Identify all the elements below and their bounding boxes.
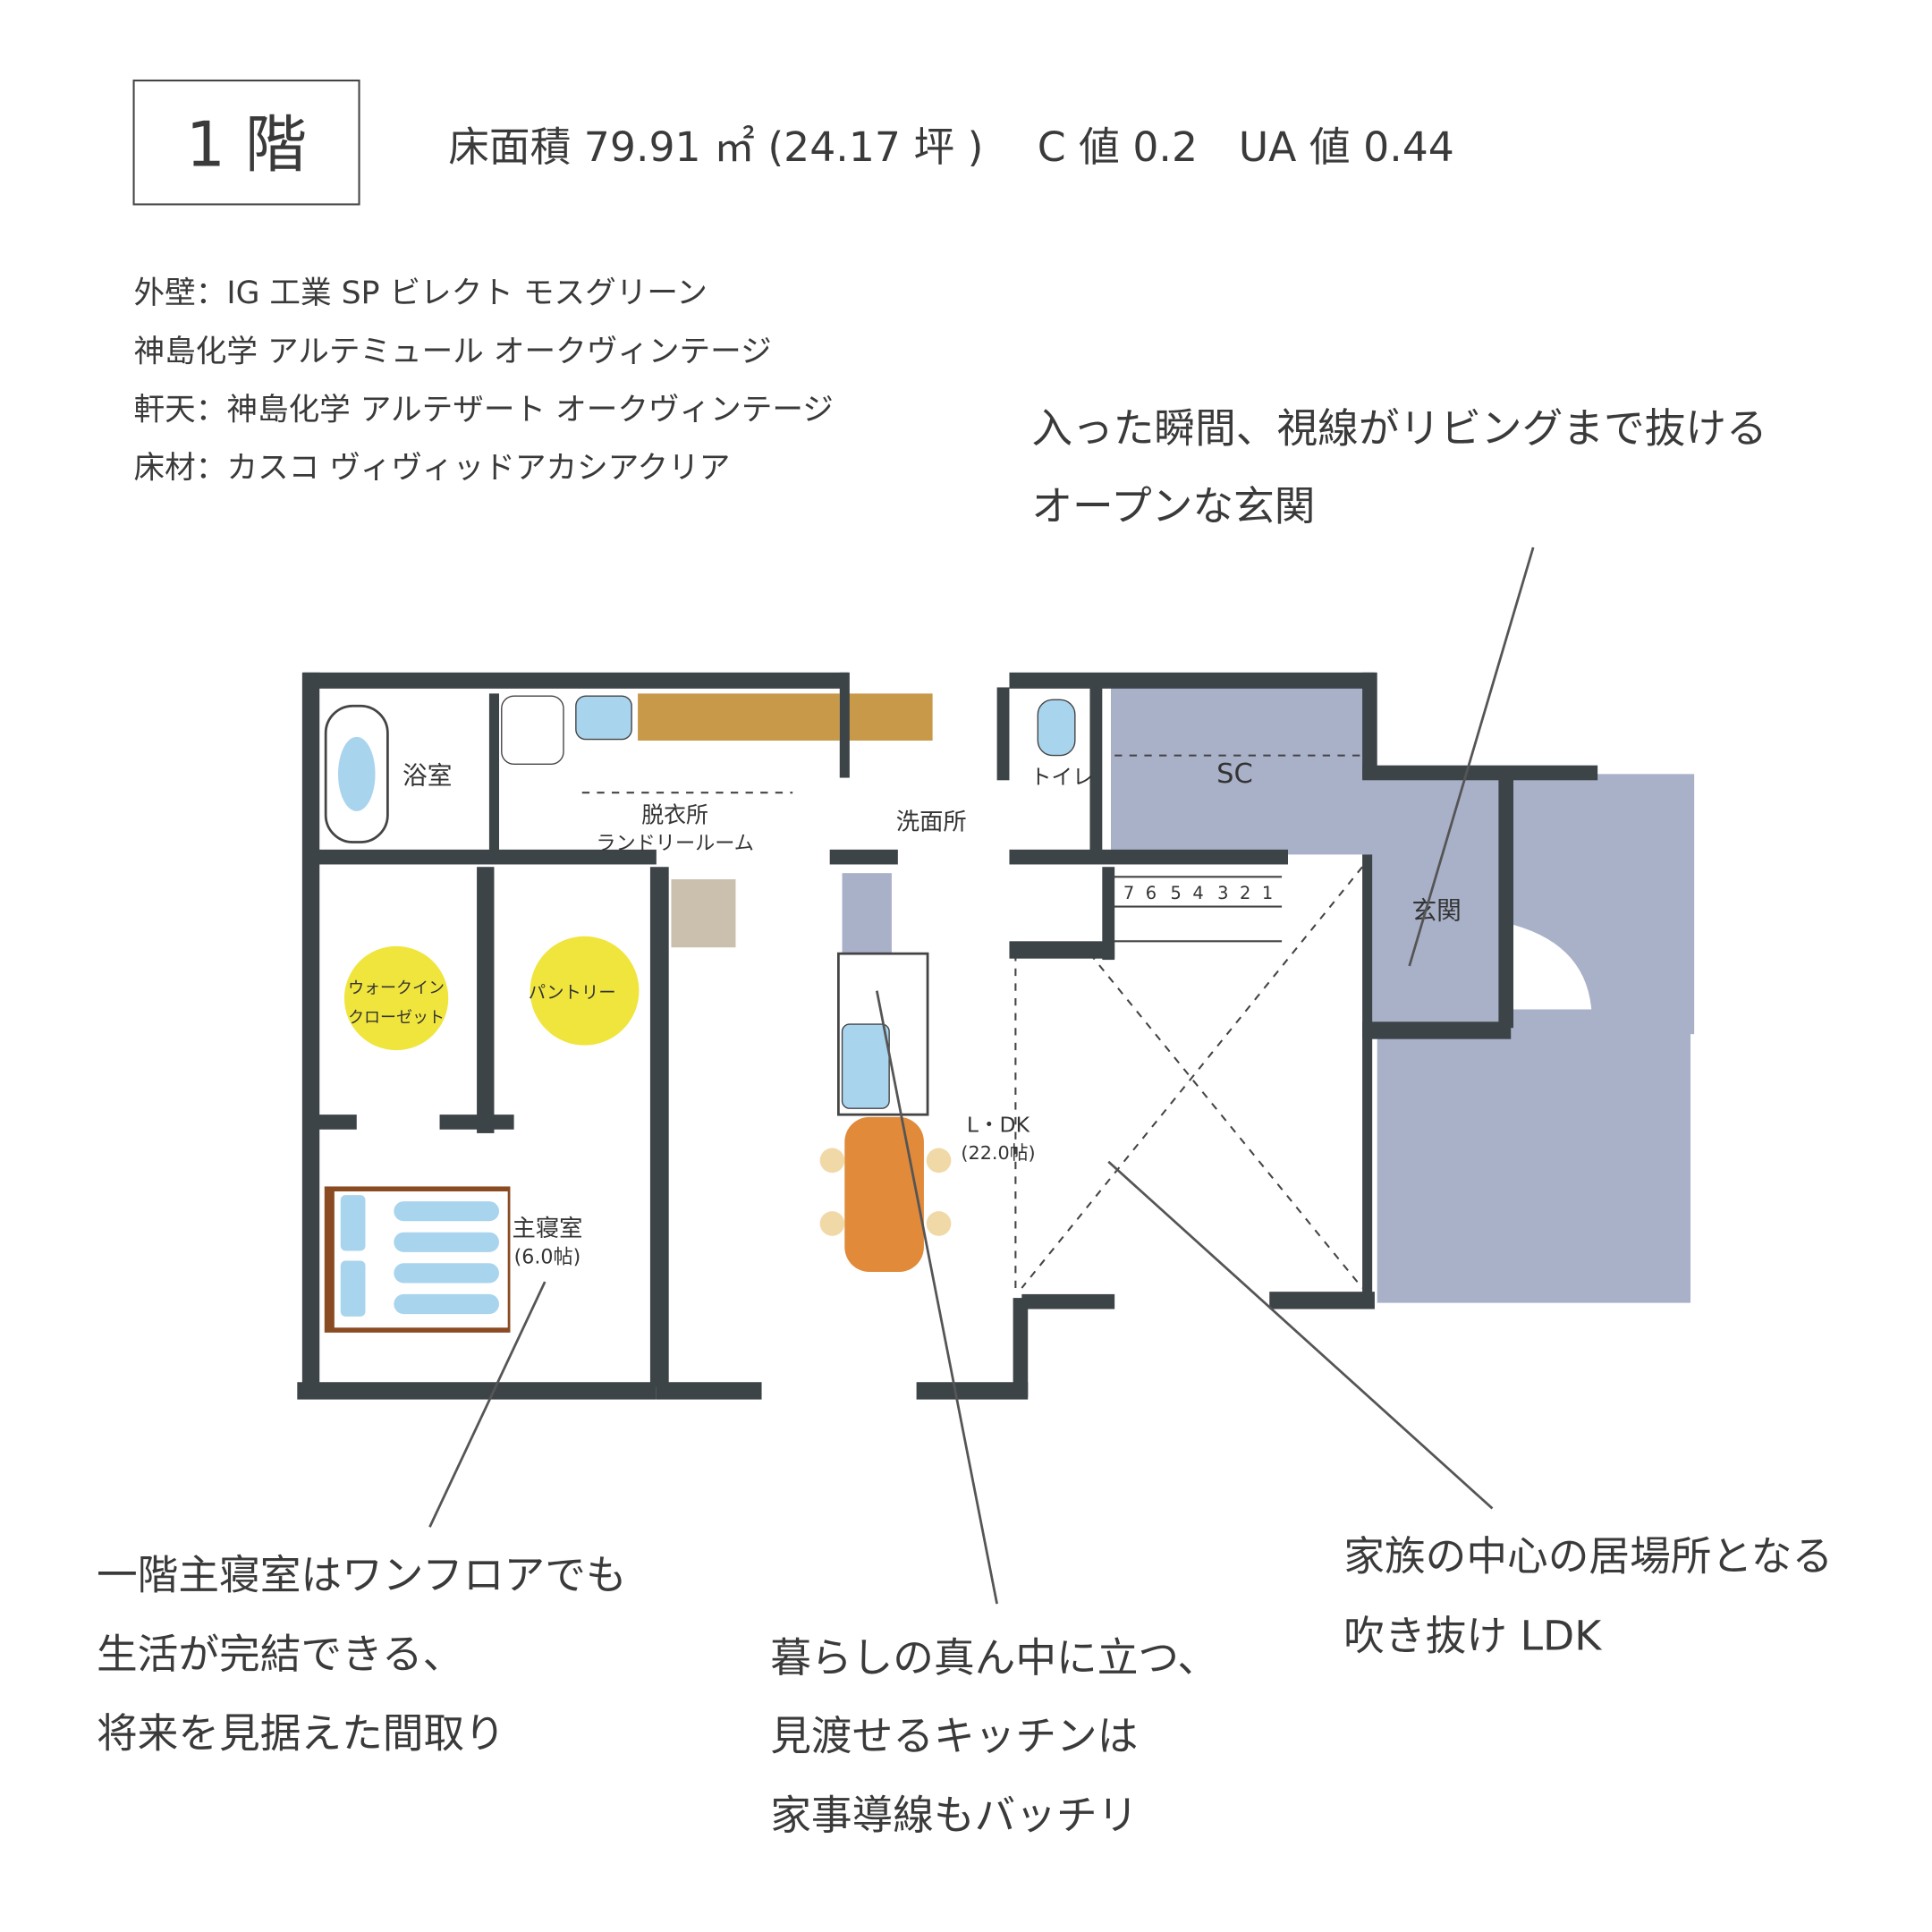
room-labels: 浴室 脱衣所 ランドリールーム 洗面所 トイレ SC 玄関 ウォークイン クロー… — [348, 758, 1462, 1268]
svg-text:3: 3 — [1217, 883, 1228, 903]
room-label-toilet: トイレ — [1030, 764, 1094, 789]
room-label-bath: 浴室 — [402, 760, 452, 790]
callout-text: 家事導線もバッチリ — [770, 1792, 1138, 1839]
leader-line-entrance — [1408, 547, 1535, 967]
floor-label: 1 階 — [186, 110, 307, 182]
spec-list: 外壁：IG 工業 SP ビレクト モスグリーン 神島化学 アルテミュール オーク… — [134, 275, 834, 486]
svg-text:4: 4 — [1192, 883, 1203, 903]
washer — [501, 695, 564, 765]
room-label-master: 主寝室 — [513, 1216, 583, 1242]
callout-entrance: 入った瞬間、視線がリビングまで抜ける オープンな玄関 — [1031, 404, 1767, 530]
stair-numbers: 7 6 5 4 3 2 1 — [1123, 883, 1273, 903]
callout-text: 吹き抜け LDK — [1343, 1612, 1602, 1659]
entrance-area — [1368, 774, 1505, 1029]
callout-text: 一階主寝室はワンフロアでも — [97, 1551, 627, 1598]
spec-line: 軒天：神島化学 アルテザート オークヴィンテージ — [134, 392, 834, 428]
floor-label-box — [132, 79, 360, 206]
bed-pattern — [340, 1195, 499, 1317]
spec-line: 神島化学 アルテミュール オークヴィンテージ — [134, 334, 772, 369]
room-label-master-size: (6.0帖) — [514, 1245, 581, 1268]
fridge — [671, 879, 736, 948]
svg-text:2: 2 — [1240, 883, 1250, 903]
callout-text: 将来を見据えた間取り — [97, 1710, 505, 1758]
room-label-ldk-size: (22.0帖) — [961, 1142, 1035, 1164]
callout-ldk: 家族の中心の居場所となる 吹き抜け LDK — [1343, 1533, 1833, 1660]
bathtub-water — [338, 736, 376, 811]
toilet — [1037, 699, 1076, 757]
leader-line-bedroom — [428, 1281, 547, 1528]
dining-table — [844, 1116, 924, 1272]
leader-lines — [428, 547, 1535, 1605]
callout-text: 暮らしの真ん中に立つ、 — [770, 1634, 1218, 1682]
svg-text:5: 5 — [1170, 883, 1181, 903]
spec-line: 床材：カスコ ヴィヴィッドアカシアクリア — [134, 450, 731, 486]
room-label-pantry: パントリー — [529, 982, 616, 1003]
wic-highlight — [343, 945, 449, 1051]
walls — [297, 672, 1598, 1400]
entrance-door-swing — [1504, 922, 1592, 1010]
floor-stats: 床面積 79.91 ㎡ (24.17 坪 ) C 値 0.2 UA 値 0.44 — [448, 123, 1454, 171]
sink — [575, 695, 632, 741]
room-label-wic: ウォークイン — [348, 979, 445, 997]
callout-text: オープンな玄関 — [1031, 483, 1315, 530]
spec-line: 外壁：IG 工業 SP ビレクト モスグリーン — [134, 275, 708, 311]
kitchen-back-counter — [842, 873, 892, 954]
callout-bedroom: 一階主寝室はワンフロアでも 生活が完結できる、 将来を見据えた間取り — [97, 1551, 627, 1757]
room-label-wic-2: クローゼット — [348, 1009, 445, 1028]
room-label-dressing: 脱衣所 — [641, 801, 708, 827]
room-label-entrance: 玄関 — [1411, 895, 1461, 925]
outdoor-area — [1377, 1028, 1690, 1303]
void-cross — [581, 754, 1363, 1289]
svg-text:6: 6 — [1146, 883, 1157, 903]
leader-line-ldk — [1107, 1160, 1494, 1510]
sc-area — [1111, 687, 1371, 855]
room-label-laundry: ランドリールーム — [596, 832, 753, 855]
floor-plan: 7 6 5 4 3 2 1 — [297, 672, 1695, 1400]
laundry-counter — [638, 693, 840, 741]
callout-text: 入った瞬間、視線がリビングまで抜ける — [1031, 404, 1767, 452]
pantry-highlight — [530, 936, 640, 1046]
room-label-ldk: L・DK — [967, 1113, 1030, 1138]
callout-kitchen: 暮らしの真ん中に立つ、 見渡せるキッチンは 家事導線もバッチリ — [770, 1634, 1218, 1839]
svg-text:7: 7 — [1123, 883, 1134, 903]
callout-text: 生活が完結できる、 — [97, 1631, 463, 1678]
kitchen-sink — [841, 1023, 890, 1109]
staircase — [1111, 876, 1283, 943]
room-label-washroom: 洗面所 — [896, 809, 967, 836]
svg-text:1: 1 — [1262, 883, 1273, 903]
callout-text: 見渡せるキッチンは — [770, 1712, 1138, 1759]
washroom-counter — [848, 693, 933, 741]
room-label-sc: SC — [1216, 758, 1253, 790]
leader-line-kitchen — [875, 990, 998, 1605]
dining-chairs — [819, 1148, 952, 1236]
callout-text: 家族の中心の居場所となる — [1343, 1533, 1833, 1580]
